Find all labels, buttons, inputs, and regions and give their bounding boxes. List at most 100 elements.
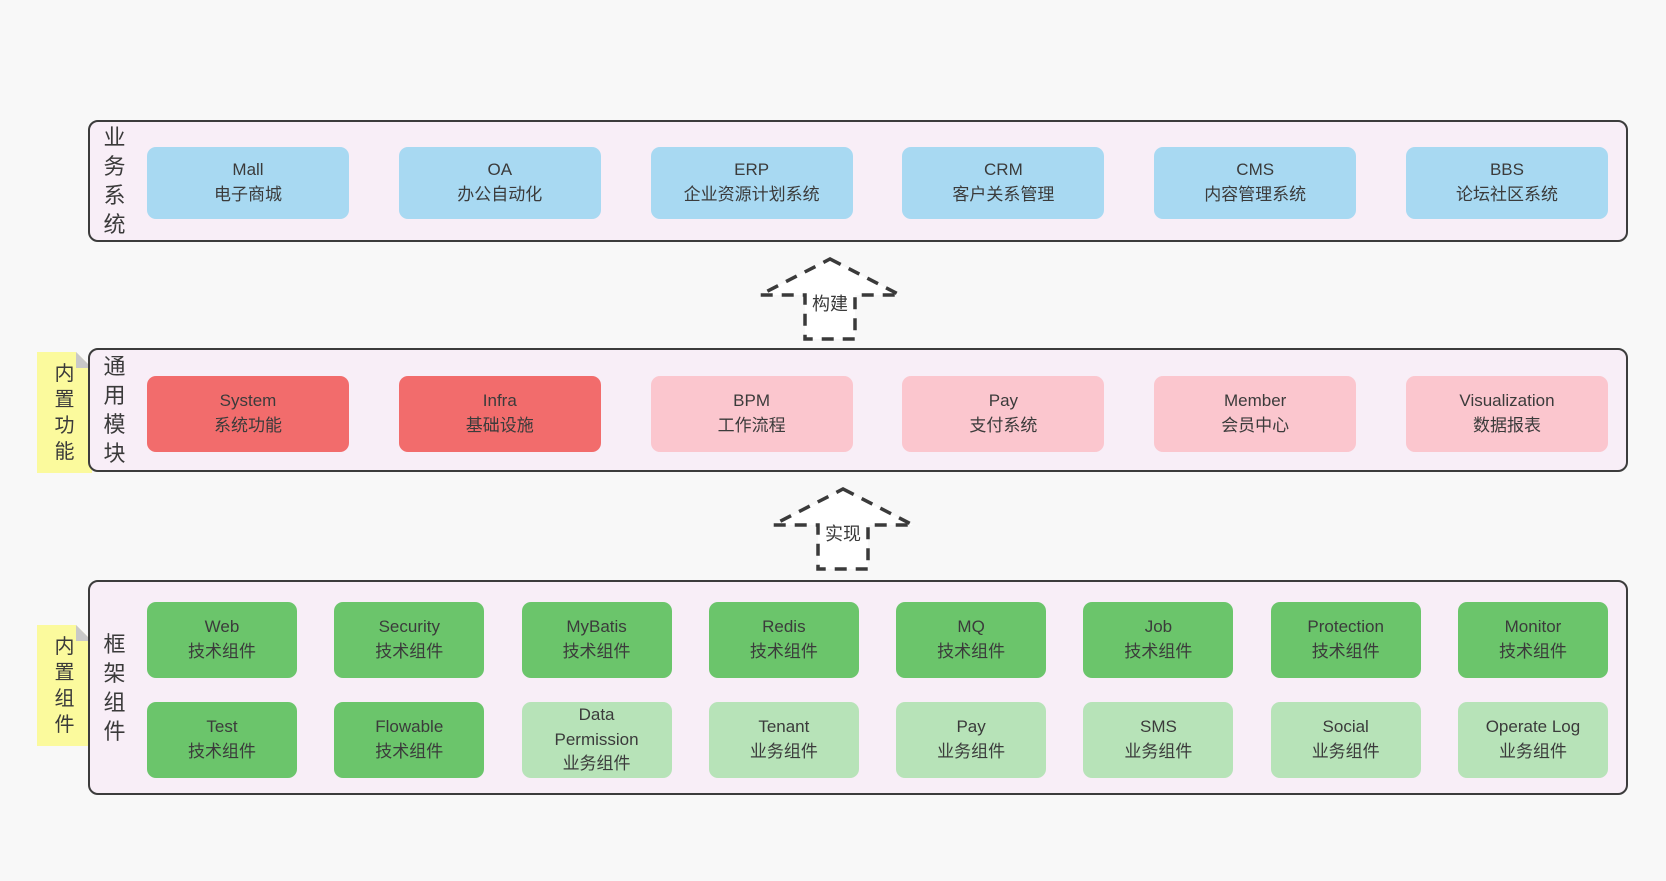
box-test: Test 技术组件: [147, 702, 297, 778]
box-crm-name: CRM: [984, 160, 1023, 180]
box-erp: ERP 企业资源计划系统: [650, 147, 853, 219]
box-job-name: Job: [1144, 617, 1173, 637]
sticky-note-built-in-components: 内置组件: [37, 625, 92, 746]
box-pay-component-name: Pay: [956, 717, 986, 737]
box-mall: Mall 电子商城: [147, 147, 349, 219]
box-sms: SMS 业务组件: [1083, 702, 1234, 778]
box-bbs-name: BBS: [1489, 160, 1524, 180]
box-bbs-desc: 论坛社区系统: [1455, 185, 1558, 204]
box-oa-desc: 办公自动化: [457, 185, 543, 204]
box-pay-module-desc: 支付系统: [969, 416, 1038, 435]
box-web-name: Web: [204, 617, 240, 637]
box-mall-name: Mall: [232, 160, 264, 180]
box-operate-log: Operate Log 业务组件: [1457, 702, 1608, 778]
box-visualization-desc: 数据报表: [1472, 416, 1541, 435]
layer-business-systems-label: 业务系统: [103, 124, 126, 238]
layer-common-modules: 通用模块 System 系统功能 Infra 基础设施 BPM 工作流程 Pay…: [88, 348, 1628, 472]
box-flowable: Flowable 技术组件: [334, 702, 485, 778]
sticky-note-built-in-features: 内置功能: [37, 352, 92, 473]
box-security-desc: 技术组件: [375, 642, 444, 661]
box-sms-name: SMS: [1139, 717, 1177, 737]
box-operate-log-desc: 业务组件: [1498, 742, 1567, 761]
framework-components-row-1: Web 技术组件 Security 技术组件 MyBatis 技术组件 Redi…: [147, 602, 1608, 678]
arrow-implement-label: 实现: [822, 520, 864, 546]
box-crm: CRM 客户关系管理: [902, 147, 1105, 219]
box-redis-name: Redis: [762, 617, 806, 637]
box-erp-desc: 企业资源计划系统: [683, 185, 820, 204]
box-mybatis-desc: 技术组件: [562, 642, 631, 661]
box-pay-component-desc: 业务组件: [937, 742, 1006, 761]
box-cms-name: CMS: [1236, 160, 1275, 180]
layer-common-modules-label: 通用模块: [103, 353, 126, 467]
box-redis-desc: 技术组件: [749, 642, 818, 661]
box-mq-name: MQ: [957, 617, 985, 637]
sticky-note-built-in-components-label: 内置组件: [54, 636, 75, 736]
box-monitor-name: Monitor: [1504, 617, 1562, 637]
layer-framework-components-label: 框架组件: [103, 631, 126, 744]
box-social-name: Social: [1322, 717, 1369, 737]
box-web-desc: 技术组件: [188, 642, 256, 661]
box-bpm: BPM 工作流程: [650, 376, 853, 452]
box-visualization-name: Visualization: [1459, 391, 1555, 411]
layer-framework-components: 框架组件 Web 技术组件 Security 技术组件 MyBatis 技术组件…: [88, 580, 1628, 795]
box-protection: Protection 技术组件: [1270, 602, 1421, 678]
box-test-name: Test: [206, 717, 238, 737]
box-infra-desc: 基础设施: [465, 416, 534, 435]
box-test-desc: 技术组件: [188, 742, 256, 761]
box-flowable-desc: 技术组件: [375, 742, 444, 761]
business-systems-row: Mall 电子商城 OA 办公自动化 ERP 企业资源计划系统 CRM 客户关系…: [147, 147, 1608, 219]
box-oa-name: OA: [487, 160, 513, 180]
box-tenant: Tenant 业务组件: [708, 702, 859, 778]
box-monitor: Monitor 技术组件: [1457, 602, 1608, 678]
box-social-desc: 业务组件: [1311, 742, 1380, 761]
arrow-implement: 实现: [770, 486, 916, 572]
box-mq: MQ 技术组件: [896, 602, 1047, 678]
box-member: Member 会员中心: [1154, 376, 1357, 452]
box-oa: OA 办公自动化: [398, 147, 601, 219]
box-mq-desc: 技术组件: [937, 642, 1006, 661]
box-data-permission-desc: 业务组件: [562, 754, 631, 774]
box-protection-desc: 技术组件: [1311, 642, 1380, 661]
box-infra-name: Infra: [482, 391, 517, 411]
box-visualization: Visualization 数据报表: [1405, 376, 1608, 452]
box-pay-module: Pay 支付系统: [902, 376, 1105, 452]
box-cms-desc: 内容管理系统: [1204, 185, 1307, 204]
box-system-desc: 系统功能: [214, 416, 282, 435]
box-data-permission: Data Permission 业务组件: [521, 702, 672, 778]
box-system: System 系统功能: [147, 376, 349, 452]
layer-business-systems: 业务系统 Mall 电子商城 OA 办公自动化 ERP 企业资源计划系统 CRM…: [88, 120, 1628, 242]
arrow-build: 构建: [757, 256, 903, 342]
arrow-build-label: 构建: [809, 290, 851, 316]
box-redis: Redis 技术组件: [708, 602, 859, 678]
box-security-name: Security: [378, 617, 440, 637]
box-tenant-desc: 业务组件: [749, 742, 818, 761]
box-bpm-desc: 工作流程: [717, 416, 786, 435]
box-monitor-desc: 技术组件: [1498, 642, 1567, 661]
box-flowable-name: Flowable: [375, 717, 444, 737]
box-member-name: Member: [1224, 391, 1287, 411]
box-crm-desc: 客户关系管理: [952, 185, 1055, 204]
box-infra: Infra 基础设施: [398, 376, 601, 452]
box-system-name: System: [219, 391, 277, 411]
box-sms-desc: 业务组件: [1124, 742, 1193, 761]
box-tenant-name: Tenant: [758, 717, 810, 737]
box-pay-module-name: Pay: [988, 391, 1019, 411]
box-cms: CMS 内容管理系统: [1154, 147, 1357, 219]
box-job: Job 技术组件: [1083, 602, 1234, 678]
box-web: Web 技术组件: [147, 602, 297, 678]
box-bpm-name: BPM: [733, 391, 771, 411]
sticky-note-built-in-features-label: 内置功能: [54, 363, 75, 463]
box-job-desc: 技术组件: [1124, 642, 1193, 661]
box-social: Social 业务组件: [1270, 702, 1421, 778]
box-pay-component: Pay 业务组件: [896, 702, 1047, 778]
box-erp-name: ERP: [734, 160, 770, 180]
common-modules-row: System 系统功能 Infra 基础设施 BPM 工作流程 Pay 支付系统…: [147, 376, 1608, 452]
box-data-permission-name: Data Permission: [554, 705, 639, 749]
box-security: Security 技术组件: [334, 602, 485, 678]
box-mall-desc: 电子商城: [214, 185, 282, 204]
framework-components-row-2: Test 技术组件 Flowable 技术组件 Data Permission …: [147, 702, 1608, 778]
box-mybatis: MyBatis 技术组件: [521, 602, 672, 678]
box-protection-name: Protection: [1307, 617, 1384, 637]
box-bbs: BBS 论坛社区系统: [1405, 147, 1608, 219]
